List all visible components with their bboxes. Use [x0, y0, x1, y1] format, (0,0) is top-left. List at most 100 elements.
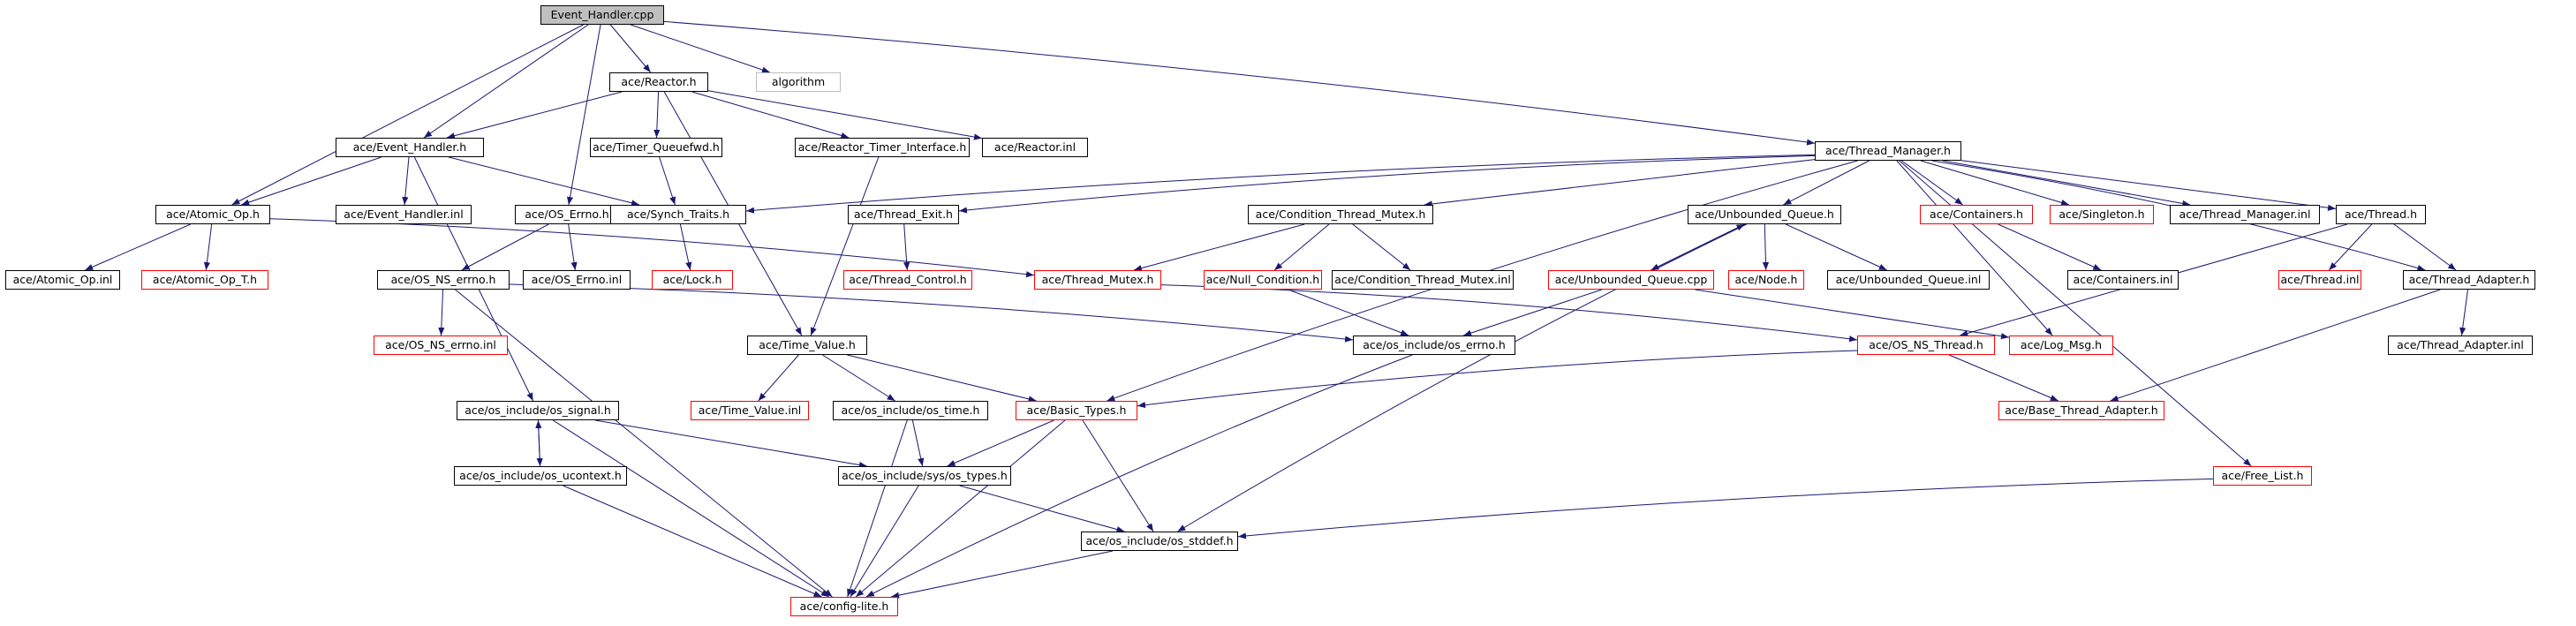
node-os-ns-errno-inl[interactable]: ace/OS_NS_errno.inl: [374, 336, 508, 355]
node-node-h[interactable]: ace/Node.h: [1728, 270, 1804, 290]
node-singleton-h[interactable]: ace/Singleton.h: [2050, 205, 2154, 224]
node-reactor-inl[interactable]: ace/Reactor.inl: [982, 138, 1088, 157]
node-atomic-op-h[interactable]: ace/Atomic_Op.h: [155, 205, 270, 224]
edge-os_ns_errno_h-to-os_include_os_errno_h: [509, 283, 1354, 343]
node-containers-h[interactable]: ace/Containers.h: [1920, 205, 2033, 224]
node-synch-traits-h[interactable]: ace/Synch_Traits.h: [610, 205, 746, 224]
edge-os_include_os_signal_h-to-config_lite_h: [552, 419, 830, 598]
edge-root-to-thread_manager_h: [663, 20, 1816, 146]
edge-os_include_os_ucontext_h-to-config_lite_h: [563, 485, 822, 598]
node-algorithm: algorithm: [756, 72, 841, 92]
node-timer-queuefwd-h[interactable]: ace/Timer_Queuefwd.h: [590, 138, 722, 157]
node-time-value-inl[interactable]: ace/Time_Value.inl: [691, 401, 809, 420]
edge-thread_h-to-thread_inl: [2328, 223, 2373, 271]
edge-reactor_h-to-event_handler_h: [446, 91, 623, 140]
edge-atomic_op_h-to-atomic_op_t_h: [203, 223, 213, 271]
node-event-handler-inl[interactable]: ace/Event_Handler.inl: [336, 205, 472, 224]
node-config-lite-h[interactable]: ace/config-lite.h: [790, 597, 898, 616]
edge-os_include_sys_os_types_h-to-config_lite_h: [850, 485, 919, 598]
node-thread-adapter-h[interactable]: ace/Thread_Adapter.h: [2403, 270, 2535, 290]
node-thread-adapter-inl[interactable]: ace/Thread_Adapter.inl: [2388, 336, 2533, 355]
edge-thread_manager_h-to-unbounded_queue_h: [1783, 160, 1870, 206]
edge-reactor_h-to-reactor_timer_interface_h: [691, 91, 850, 139]
edge-os_include_os_errno_h-to-config_lite_h: [865, 354, 1413, 598]
node-unbounded-queue-cpp[interactable]: ace/Unbounded_Queue.cpp: [1548, 270, 1714, 290]
node-reactor-timer-interface-h[interactable]: ace/Reactor_Timer_Interface.h: [795, 138, 970, 157]
edge-synch_traits_h-to-lock_h: [679, 223, 692, 271]
node-event-handler-h[interactable]: ace/Event_Handler.h: [336, 138, 484, 157]
edge-time_value_h-to-os_include_os_time_h: [822, 354, 895, 402]
edge-unbounded_queue_h-to-unbounded_queue_inl: [1786, 223, 1887, 271]
edge-atomic_op_h-to-thread_mutex_h: [269, 218, 1035, 278]
node-unbounded-queue-inl[interactable]: ace/Unbounded_Queue.inl: [1827, 270, 1990, 290]
node-unbounded-queue-h[interactable]: ace/Unbounded_Queue.h: [1688, 205, 1841, 224]
node-os-include-os-stddef-h[interactable]: ace/os_include/os_stddef.h: [1081, 532, 1238, 551]
node-containers-inl[interactable]: ace/Containers.inl: [2067, 270, 2179, 290]
edge-os_include_os_ucontext_h-to-os_include_os_signal_h: [535, 419, 542, 467]
edge-os_errno_h-to-os_errno_inl: [568, 223, 578, 271]
edge-basic_types_h-to-os_include_sys_os_types_h: [947, 419, 1054, 467]
node-os-include-os-time-h[interactable]: ace/os_include/os_time.h: [833, 401, 988, 420]
node-os-errno-h[interactable]: ace/OS_Errno.h: [515, 205, 619, 224]
node-basic-types-h[interactable]: ace/Basic_Types.h: [1016, 401, 1137, 420]
edge-thread_manager_h-to-condition_thread_mutex_h: [1424, 159, 1816, 207]
edge-os_include_os_time_h-to-os_include_sys_os_types_h: [911, 419, 925, 467]
node-thread-manager-inl[interactable]: ace/Thread_Manager.inl: [2170, 205, 2320, 224]
node-os-ns-errno-h[interactable]: ace/OS_NS_errno.h: [377, 270, 510, 290]
node-os-include-os-errno-h[interactable]: ace/os_include/os_errno.h: [1353, 336, 1515, 355]
node-thread-manager-h[interactable]: ace/Thread_Manager.h: [1815, 141, 1961, 161]
edge-event_handler_h-to-atomic_op_h: [241, 156, 381, 206]
edge-containers_h-to-containers_inl: [1998, 223, 2102, 271]
edge-thread_manager_h-to-singleton_h: [1920, 160, 2070, 206]
node-time-value-h[interactable]: ace/Time_Value.h: [747, 336, 867, 355]
edge-condition_thread_mutex_h-to-thread_mutex_h: [1133, 223, 1305, 272]
node-os-include-os-ucontext-h[interactable]: ace/os_include/os_ucontext.h: [454, 466, 627, 486]
node-thread-control-h[interactable]: ace/Thread_Control.h: [843, 270, 972, 290]
node-null-condition-h[interactable]: ace/Null_Condition.h: [1204, 270, 1322, 290]
node-os-ns-thread-h[interactable]: ace/OS_NS_Thread.h: [1857, 336, 1995, 355]
edge-root-to-atomic_op_h: [231, 24, 584, 206]
edge-root-to-reactor_h: [609, 24, 652, 73]
edge-thread_h-to-thread_adapter_h: [2393, 223, 2457, 271]
edge-unbounded_queue_cpp-to-log_msg_h: [1695, 289, 2010, 340]
edge-os_ns_thread_h-to-base_thread_adapter_h: [1948, 354, 2059, 402]
node-os-include-sys-os-types-h[interactable]: ace/os_include/sys/os_types.h: [838, 466, 1011, 486]
edge-thread_manager_h-to-thread_exit_h: [958, 155, 1816, 214]
node-lock-h[interactable]: ace/Lock.h: [652, 270, 733, 290]
node-condition-thread-mutex-inl[interactable]: ace/Condition_Thread_Mutex.inl: [1332, 270, 1514, 290]
edge-reactor_h-to-reactor_inl: [707, 90, 983, 140]
edge-thread_exit_h-to-thread_control_h: [903, 223, 910, 271]
node-reactor-h[interactable]: ace/Reactor.h: [609, 72, 708, 92]
node-thread-inl[interactable]: ace/Thread.inl: [2278, 270, 2361, 290]
edge-os_include_sys_os_types_h-to-os_include_os_stddef_h: [959, 485, 1125, 533]
edge-thread_adapter_h-to-thread_adapter_inl: [2459, 289, 2469, 336]
node-atomic-op-inl[interactable]: ace/Atomic_Op.inl: [5, 270, 120, 290]
node-os-include-os-signal-h[interactable]: ace/os_include/os_signal.h: [457, 401, 619, 420]
edge-thread_manager_h-to-thread_h: [1960, 160, 2337, 211]
node-event-handler-cpp: Event_Handler.cpp: [540, 5, 664, 25]
edge-basic_types_h-to-config_lite_h: [855, 419, 1066, 598]
node-os-errno-inl[interactable]: ace/OS_Errno.inl: [523, 270, 631, 290]
node-atomic-op-t-h[interactable]: ace/Atomic_Op_T.h: [141, 270, 268, 290]
edge-time_value_h-to-time_value_inl: [758, 354, 799, 402]
edge-reactor_timer_interface_h-to-time_value_h: [810, 156, 880, 336]
edge-os_include_os_stddef_h-to-config_lite_h: [890, 550, 1114, 599]
edge-unbounded_queue_h-to-os_include_os_stddef_h: [1177, 223, 1747, 532]
node-thread-h[interactable]: ace/Thread.h: [2336, 205, 2426, 224]
edge-condition_thread_mutex_h-to-condition_thread_mutex_inl: [1352, 223, 1411, 271]
node-thread-exit-h[interactable]: ace/Thread_Exit.h: [848, 205, 959, 224]
edge-time_value_h-to-basic_types_h: [847, 354, 1037, 403]
edge-os_ns_errno_h-to-os_ns_errno_inl: [438, 289, 445, 336]
node-thread-mutex-h[interactable]: ace/Thread_Mutex.h: [1034, 270, 1161, 290]
node-condition-thread-mutex-h[interactable]: ace/Condition_Thread_Mutex.h: [1248, 205, 1433, 224]
edge-thread_manager_h-to-free_list_h: [1899, 160, 2252, 467]
edge-os_ns_thread_h-to-basic_types_h: [1137, 350, 1858, 409]
node-log-msg-h[interactable]: ace/Log_Msg.h: [2009, 336, 2113, 355]
edge-atomic_op_h-to-atomic_op_inl: [85, 223, 191, 271]
edge-unbounded_queue_cpp-to-unbounded_queue_h: [1651, 223, 1745, 271]
node-free-list-h[interactable]: ace/Free_List.h: [2213, 466, 2312, 486]
edge-thread_manager_h-to-thread_manager_inl: [1942, 160, 2191, 207]
node-base-thread-adapter-h[interactable]: ace/Base_Thread_Adapter.h: [1998, 401, 2164, 420]
edge-timer_queuefwd_h-to-synch_traits_h: [659, 156, 676, 206]
